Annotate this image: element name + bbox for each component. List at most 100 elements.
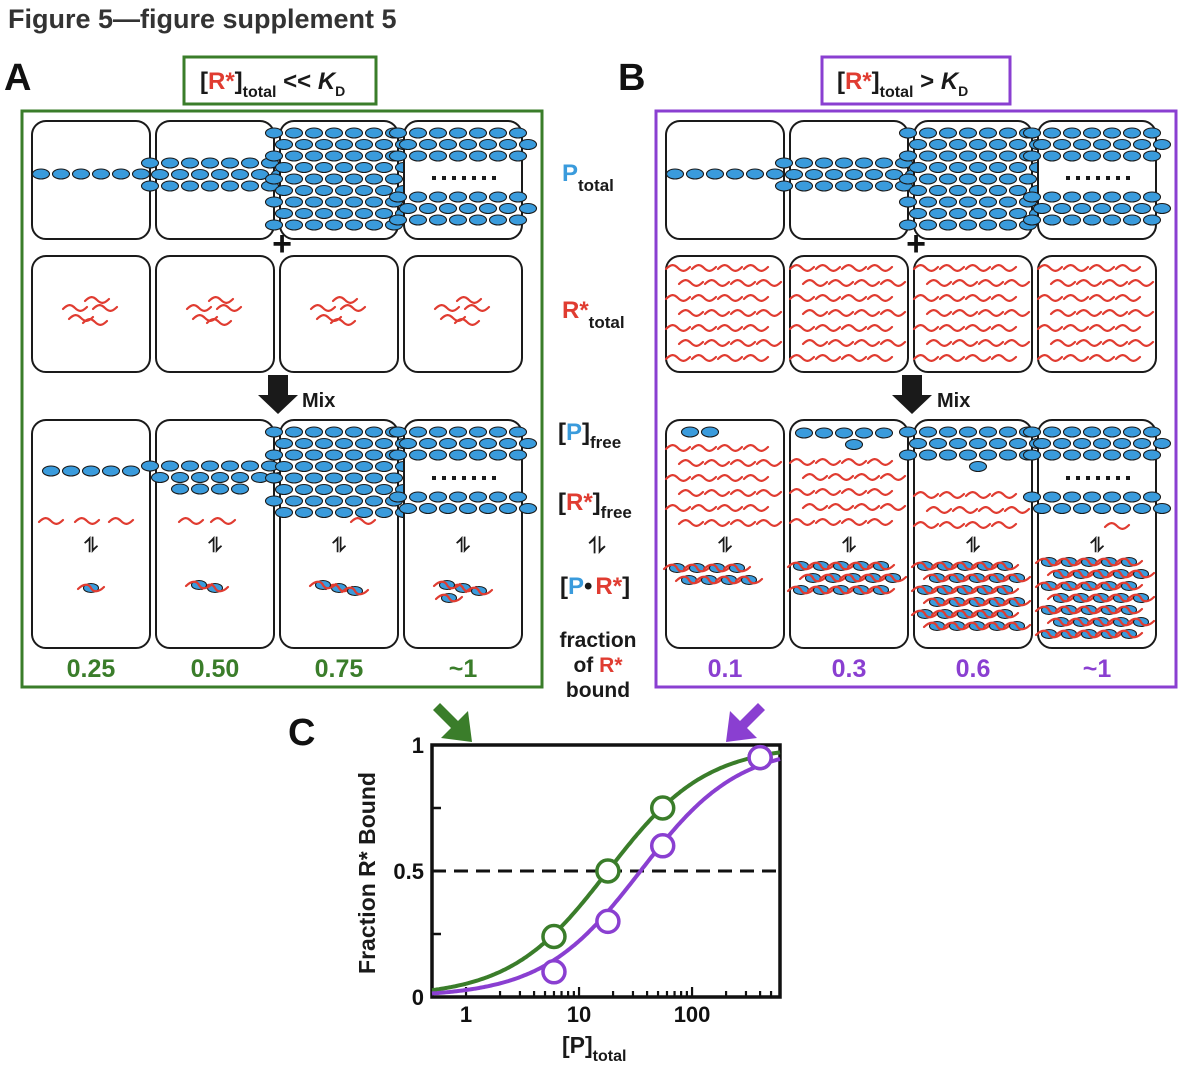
arrow-b-to-c <box>726 703 765 742</box>
protein-oval <box>968 161 988 174</box>
protein-oval <box>314 207 334 220</box>
protein-oval <box>274 437 294 450</box>
protein-oval <box>121 465 141 477</box>
ellipsis-dot <box>1106 476 1110 480</box>
protein-oval <box>794 180 814 192</box>
p-total-box <box>31 120 151 240</box>
protein-oval <box>61 465 81 477</box>
protein-oval <box>518 502 538 515</box>
protein-oval <box>498 202 518 215</box>
protein-oval <box>918 426 938 438</box>
protein-oval <box>354 506 374 519</box>
protein-oval <box>274 506 294 519</box>
protein-oval <box>864 168 884 181</box>
protein-oval <box>160 180 180 192</box>
protein-oval <box>408 191 428 203</box>
protein-oval <box>1052 437 1072 450</box>
protein-oval <box>1042 127 1062 139</box>
protein-oval <box>814 180 834 192</box>
protein-oval <box>478 202 498 215</box>
protein-oval <box>998 150 1018 162</box>
x-tick-label: 1 <box>460 1002 472 1027</box>
protein-oval <box>468 491 488 503</box>
protein-oval <box>998 449 1018 461</box>
protein-oval <box>938 173 958 185</box>
protein-oval <box>978 150 998 162</box>
protein-oval <box>1112 138 1132 151</box>
protein-oval <box>344 219 364 231</box>
protein-oval <box>814 157 834 169</box>
protein-oval <box>304 495 324 507</box>
protein-oval <box>1022 491 1042 503</box>
equilibrium-arrows: ⥮ <box>841 535 857 557</box>
r-total-box <box>279 255 399 373</box>
protein-oval <box>1082 491 1102 503</box>
protein-oval <box>1082 214 1102 226</box>
protein-oval <box>1032 138 1052 151</box>
protein-oval <box>428 150 448 162</box>
protein-oval <box>150 471 170 484</box>
protein-oval <box>284 173 304 185</box>
protein-oval <box>200 180 220 192</box>
protein-oval <box>314 437 334 450</box>
mix-arrow-a <box>258 375 298 414</box>
ellipsis-dot <box>1086 476 1090 480</box>
protein-oval <box>1092 502 1112 515</box>
protein-oval <box>488 426 508 438</box>
protein-oval <box>160 460 180 472</box>
protein-oval <box>1082 449 1102 461</box>
protein-oval <box>334 437 354 450</box>
protein-oval <box>1152 202 1172 215</box>
protein-oval <box>968 138 988 151</box>
protein-oval <box>1092 437 1112 450</box>
protein-oval <box>81 465 101 477</box>
p-total-box <box>665 120 785 240</box>
plus-sign-b: + <box>906 225 926 263</box>
protein-oval <box>408 491 428 503</box>
protein-oval <box>448 426 468 438</box>
protein-oval <box>374 460 394 473</box>
ellipsis-dot <box>472 476 476 480</box>
protein-oval <box>428 127 448 139</box>
fraction-bound-value: 0.1 <box>708 655 743 683</box>
protein-oval <box>488 191 508 203</box>
protein-oval <box>518 138 538 151</box>
protein-oval <box>200 460 220 472</box>
panel-a-condition: [R*]total << KD <box>200 68 345 101</box>
protein-oval <box>1152 437 1172 450</box>
protein-oval <box>988 207 1008 220</box>
protein-oval <box>160 157 180 169</box>
protein-oval <box>294 437 314 450</box>
protein-oval <box>324 196 344 208</box>
panel-a-frame <box>20 109 544 689</box>
protein-oval <box>468 150 488 162</box>
protein-oval <box>344 173 364 185</box>
protein-oval <box>1022 214 1042 226</box>
protein-oval <box>1092 202 1112 215</box>
fraction-bound-value: ~1 <box>1083 655 1112 683</box>
protein-oval <box>448 191 468 203</box>
protein-oval <box>264 127 284 139</box>
equilibrium-arrows: ⥮ <box>331 535 347 557</box>
protein-oval <box>478 138 498 151</box>
protein-oval <box>1018 173 1038 185</box>
protein-oval <box>284 449 304 461</box>
protein-oval <box>938 449 958 461</box>
protein-oval <box>874 427 894 439</box>
protein-oval <box>918 173 938 185</box>
protein-oval <box>844 438 864 451</box>
protein-oval <box>508 449 528 461</box>
label-p-free: [P]free <box>558 419 621 452</box>
protein-oval <box>294 207 314 220</box>
protein-oval <box>408 127 428 139</box>
protein-oval <box>230 483 250 495</box>
ellipsis-dot <box>1076 176 1080 180</box>
label-fraction-line3: bound <box>566 679 630 702</box>
protein-oval <box>508 191 528 203</box>
protein-oval <box>314 184 334 197</box>
mixture-box <box>665 419 785 649</box>
protein-oval <box>140 180 160 192</box>
ellipsis-dot <box>452 476 456 480</box>
protein-oval <box>898 127 918 139</box>
protein-oval <box>938 219 958 231</box>
